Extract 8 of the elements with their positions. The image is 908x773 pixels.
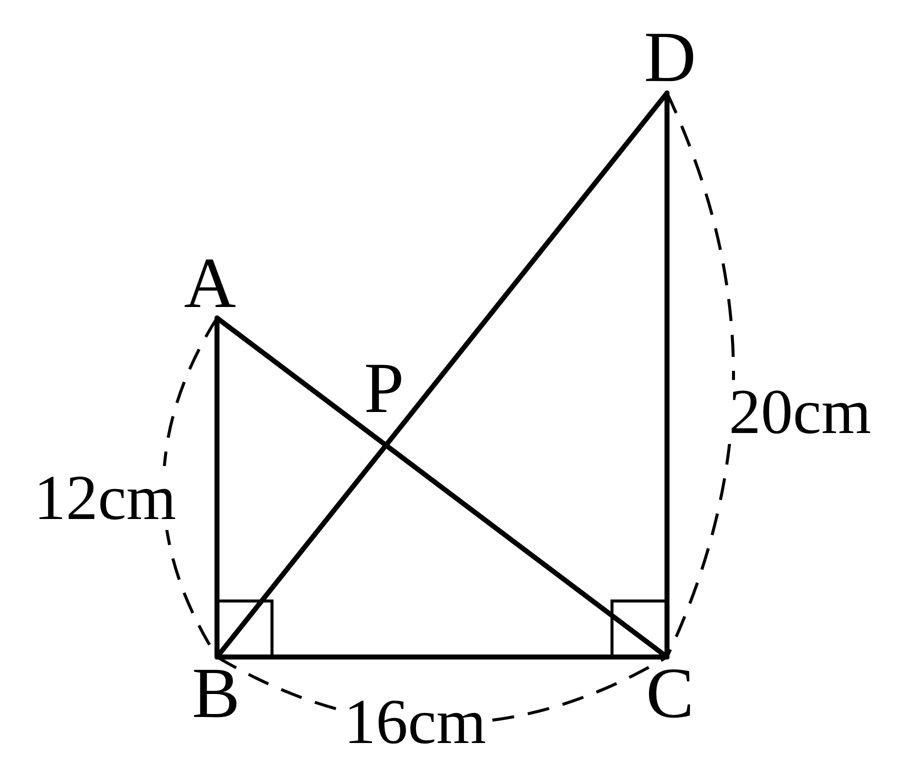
line-segment — [214, 316, 670, 660]
line-segment — [664, 90, 670, 660]
vertex-label: C — [640, 657, 700, 729]
line-segment — [214, 90, 670, 660]
vertex-label: A — [182, 247, 238, 319]
vertex-label: B — [188, 657, 244, 729]
vertex-label: D — [640, 21, 700, 93]
point-label: P — [364, 352, 404, 424]
